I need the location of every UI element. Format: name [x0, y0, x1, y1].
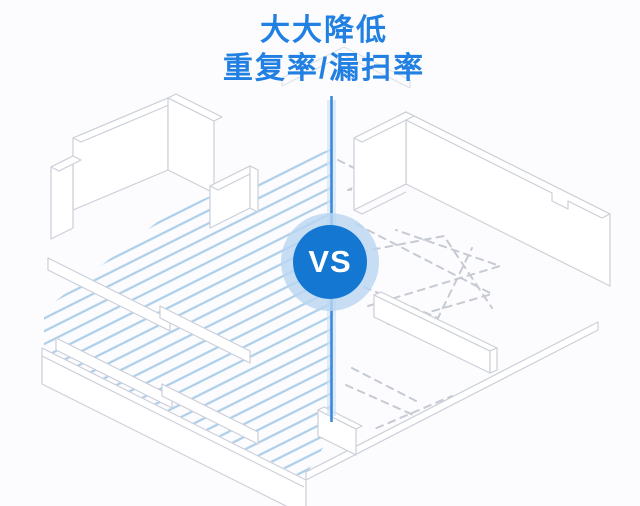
page-title: 大大降低 重复率/漏扫率: [0, 12, 640, 88]
title-line-1: 大大降低: [260, 14, 388, 47]
midleft-wall-a: [47, 257, 171, 332]
title-line-2: 重复率/漏扫率: [222, 52, 426, 85]
vs-label: VS: [308, 244, 352, 279]
wall-base-lines: [41, 191, 407, 488]
bottomleft-front-wall: [41, 347, 307, 506]
lowerleft-wall-a: [55, 337, 173, 409]
right-backwall-top: [397, 111, 611, 219]
low-wall-cap: [489, 347, 498, 374]
vs-badge: VS: [293, 225, 367, 299]
low-wall-face: [373, 294, 491, 374]
topleft-wall-face: [72, 97, 169, 211]
center-wall-cap: [249, 165, 259, 213]
left-wall-top: [50, 155, 82, 172]
right-sidewall-top: [353, 111, 415, 143]
bottomright-slab-edge: [305, 321, 599, 481]
apartment-walls: [41, 93, 611, 506]
midleft-wall-b: [159, 305, 251, 364]
systematic-path-area: [44, 148, 333, 478]
lowerleft-wall-b: [161, 383, 259, 445]
topleft-wall2-top: [167, 93, 223, 122]
background-wall-peak: [281, 46, 411, 89]
